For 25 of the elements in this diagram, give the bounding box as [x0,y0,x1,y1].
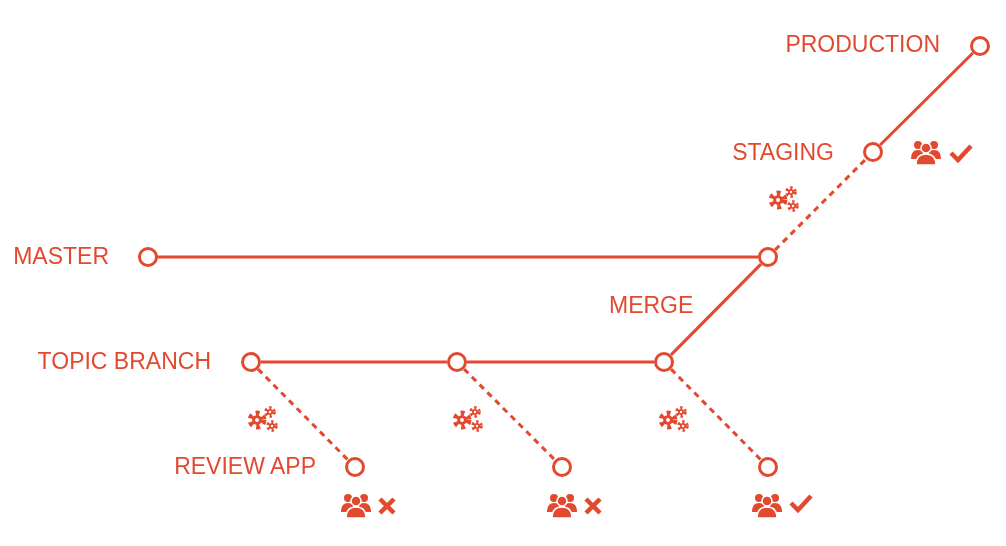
connector-line [669,263,763,356]
commit-circle [447,352,467,372]
step-label: MERGE [609,294,694,317]
commit-circle [970,36,990,56]
commit-circle [552,457,572,477]
commit-circle [758,457,778,477]
dashed-connector [669,368,763,461]
connector-line [158,255,758,259]
commit-circle [345,457,365,477]
connector-line [261,360,447,364]
branch-label: REVIEW APP [174,455,316,478]
commit-circle [138,247,158,267]
dashed-connector [256,368,350,461]
branch-label: PRODUCTION [785,33,940,56]
branch-label: MASTER [13,245,109,268]
connector-line [467,360,654,364]
branch-label: STAGING [732,141,834,164]
commit-circle [654,352,674,372]
dashed-connector [774,158,867,251]
commit-circle [241,352,261,372]
commit-circle [758,247,778,267]
commit-circle [863,142,883,162]
connector-line [879,51,974,147]
branch-label: TOPIC BRANCH [37,350,211,373]
dashed-connector [463,368,556,461]
